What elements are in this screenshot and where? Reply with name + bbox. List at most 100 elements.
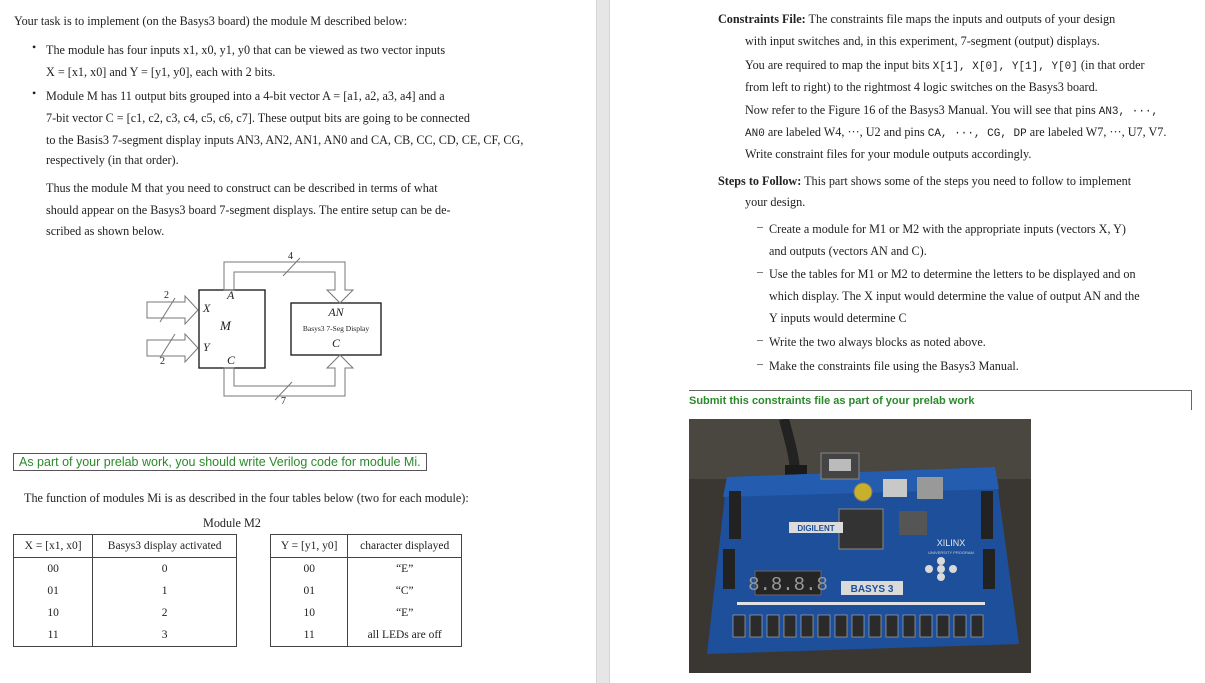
table-cell: 01	[12, 580, 94, 602]
display-activation-table: X = [x1, x0] Basys3 display activated 00…	[12, 534, 237, 647]
table-cell: 00	[269, 557, 349, 580]
step-2-line-2: which display. The X input would determi…	[769, 289, 1140, 303]
display-c-label: C	[332, 336, 341, 350]
left-page: Your task is to implement (on the Basys3…	[0, 0, 596, 683]
table-header-character: character displayed	[347, 534, 462, 558]
table-cell: 2	[92, 602, 237, 624]
mapping-post: (in that order	[1080, 58, 1145, 72]
x-width-label: 2	[164, 290, 169, 301]
step-3: Write the two always blocks as noted abo…	[769, 335, 986, 349]
right-page: Constraints File: The constraints file m…	[610, 0, 1205, 683]
intro-text: Your task is to implement (on the Basys3…	[14, 14, 408, 28]
table-row: 01“C”	[269, 580, 462, 602]
table-header-row: X = [x1, x0] Basys3 display activated	[12, 534, 237, 558]
thus-line-2: should appear on the Basys3 board 7-segm…	[46, 203, 451, 217]
table-cell: 1	[92, 580, 237, 602]
board-xilinx-sub: UNIVERSITY PROGRAM	[928, 550, 974, 555]
page-divider	[596, 0, 610, 683]
display-an-label: AN	[327, 305, 344, 319]
mapping-line-1: You are required to map the input bits X…	[745, 54, 1145, 78]
refer-post: are labeled W7, ···, U7, V7.	[1029, 125, 1167, 139]
step-2-line-3: Y inputs would determine C	[769, 311, 907, 325]
bullet-icon: •	[32, 86, 37, 100]
table-cell: 10	[269, 602, 349, 624]
thus-line-1: Thus the module M that you need to const…	[46, 181, 438, 195]
table-cell: 01	[269, 580, 349, 602]
constraints-line-1: Constraints File: The constraints file m…	[718, 8, 1115, 30]
refer-line-3: Write constraint files for your module o…	[745, 147, 1032, 161]
board-model: BASYS 3	[851, 584, 894, 595]
dash-icon: –	[757, 356, 763, 370]
port-y-label: Y	[203, 340, 211, 354]
refer-pin-an0: AN0	[745, 128, 765, 140]
mapping-line-2: from left to right) to the rightmost 4 l…	[745, 80, 1098, 94]
port-x-label: X	[202, 301, 211, 315]
table-cell: “E”	[347, 557, 462, 580]
table-cell: 3	[92, 624, 237, 647]
mapping-pre: You are required to map the input bits	[745, 58, 930, 72]
steps-line-2: your design.	[745, 195, 806, 209]
prelab-note: As part of your prelab work, you should …	[13, 453, 427, 471]
refer-pins-2: CA, ···, CG, DP	[927, 128, 1027, 140]
top-width-label: 4	[288, 251, 293, 262]
table-header-x: X = [x1, x0]	[12, 534, 94, 558]
step-1-line-1: Create a module for M1 or M2 with the ap…	[769, 222, 1126, 236]
step-4: Make the constraints file using the Basy…	[769, 359, 1019, 373]
dash-icon: –	[757, 219, 763, 233]
submit-note-box: Submit this constraints file as part of …	[689, 390, 1192, 410]
block-diagram: 2 2 4 7 X Y A C M AN Basys3 7-Seg Displa…	[146, 251, 382, 407]
steps-text: This part shows some of the steps you ne…	[804, 174, 1132, 188]
dash-icon: –	[757, 332, 763, 346]
table-row: 00“E”	[269, 557, 462, 580]
bullet-icon: •	[32, 40, 37, 54]
constraints-line-2: with input switches and, in this experim…	[745, 34, 1100, 48]
bullet-2-line-2: 7-bit vector C = [c1, c2, c3, c4, c5, c6…	[46, 111, 470, 125]
function-note: The function of modules Mi is as describ…	[24, 491, 469, 505]
table-cell: 0	[92, 557, 237, 580]
dash-icon: –	[757, 264, 763, 278]
refer-line-1: Now refer to the Figure 16 of the Basys3…	[745, 99, 1158, 123]
character-table: Y = [y1, y0] character displayed 00“E” 0…	[269, 534, 462, 647]
step-1-line-2: and outputs (vectors AN and C).	[769, 244, 927, 258]
mapping-bits: X[1], X[0], Y[1], Y[0]	[932, 61, 1078, 73]
table-row: 10“E”	[269, 602, 462, 624]
thus-line-3: scribed as shown below.	[46, 224, 165, 238]
step-2-line-1: Use the tables for M1 or M2 to determine…	[769, 267, 1136, 281]
refer-pre: Now refer to the Figure 16 of the Basys3…	[745, 103, 1096, 117]
board-seven-seg: 8.8.8.8	[748, 574, 828, 596]
constraints-text: The constraints file maps the inputs and…	[808, 12, 1116, 26]
display-title: Basys3 7-Seg Display	[303, 324, 369, 333]
table-cell: 10	[12, 602, 94, 624]
table-header-display: Basys3 display activated	[92, 534, 237, 558]
steps-heading: Steps to Follow:	[718, 174, 802, 188]
bullet-2-line-4: respectively (in that order).	[46, 153, 179, 167]
bullet-1-line-2: X = [x1, x0] and Y = [y1, y0], each with…	[46, 65, 276, 79]
bullet-2-line-1: Module M has 11 output bits grouped into…	[46, 89, 445, 103]
steps-line-1: Steps to Follow: This part shows some of…	[718, 170, 1131, 192]
table-cell: 11	[12, 624, 94, 647]
board-brand: DIGILENT	[797, 524, 834, 533]
table-cell: 11	[269, 624, 349, 647]
constraints-heading: Constraints File:	[718, 12, 806, 26]
bottom-width-label: 7	[281, 396, 286, 407]
table-header-row: Y = [y1, y0] character displayed	[269, 534, 462, 558]
bullet-1-line-1: The module has four inputs x1, x0, y1, y…	[46, 43, 446, 57]
submit-note: Submit this constraints file as part of …	[689, 395, 975, 407]
refer-mid: are labeled W4, ···, U2 and pins	[767, 125, 925, 139]
port-a-label: A	[226, 288, 235, 302]
table-cell: 00	[12, 557, 94, 580]
refer-line-2: AN0 are labeled W4, ···, U2 and pins CA,…	[745, 121, 1166, 145]
module-heading: Module M2	[203, 516, 261, 530]
y-width-label: 2	[160, 356, 165, 367]
bullet-2-line-3: to the Basis3 7-segment display inputs A…	[46, 133, 524, 147]
board-xilinx: XILINX	[937, 538, 966, 548]
basys3-board-photo: DIGILENT XILINX UNIVERSITY PROGRAM 8.8.8…	[689, 419, 1031, 673]
table-header-y: Y = [y1, y0]	[269, 534, 349, 558]
port-c-label: C	[227, 353, 236, 367]
module-label: M	[219, 318, 232, 333]
